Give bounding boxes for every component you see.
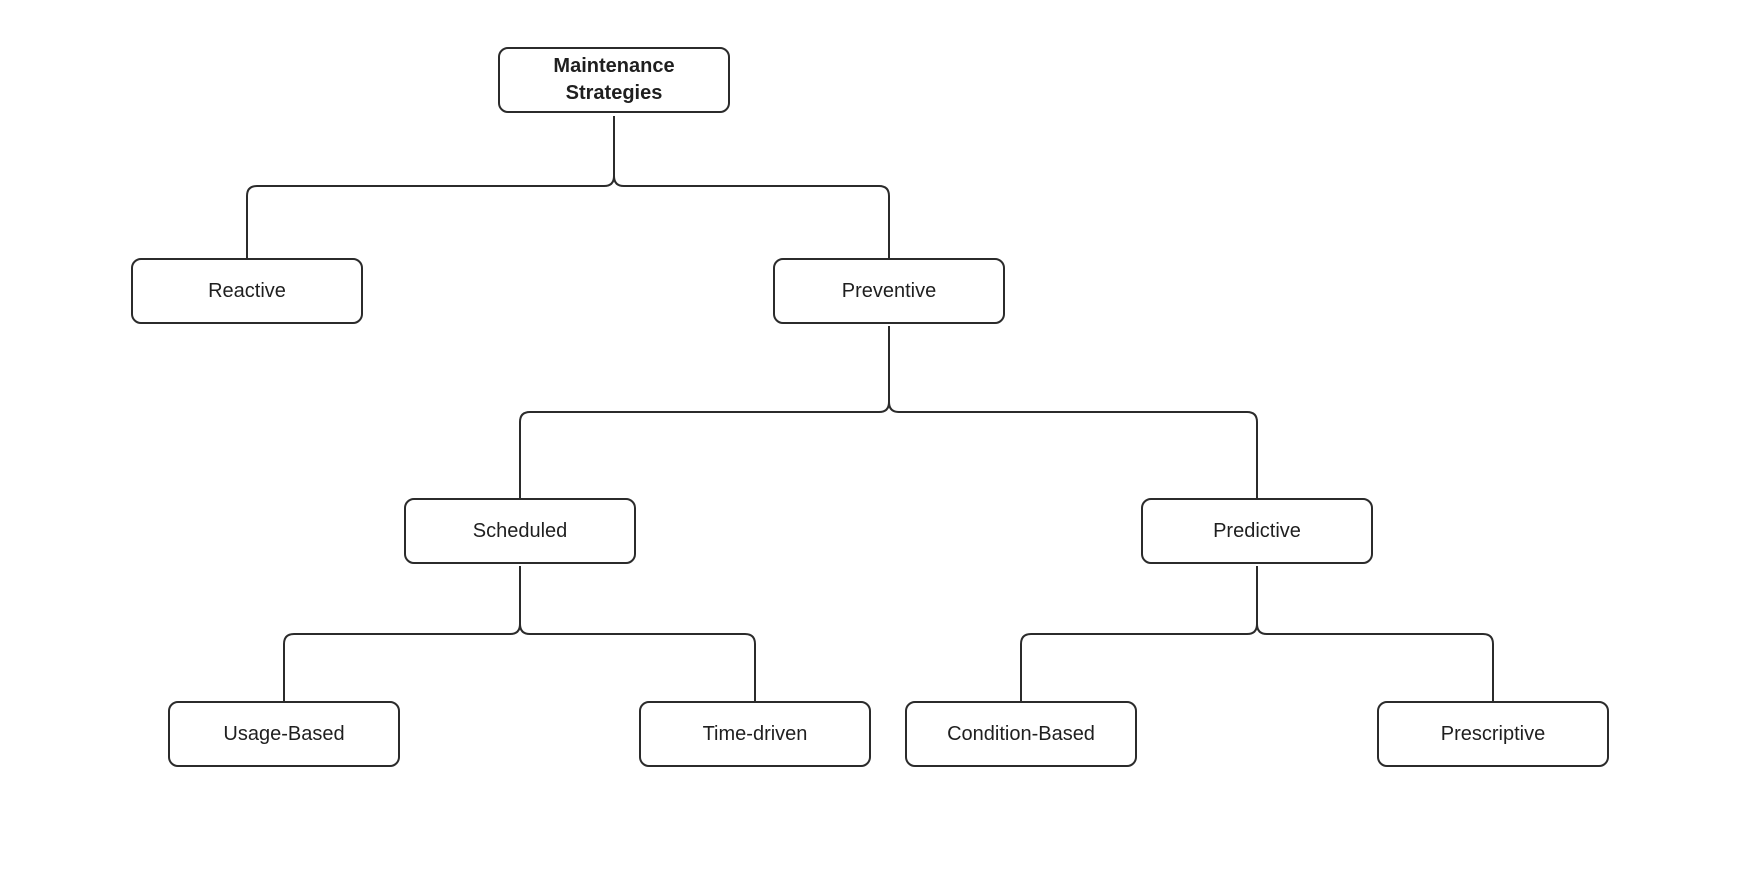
node-preventive: Preventive <box>773 258 1005 324</box>
node-prescriptive: Prescriptive <box>1377 701 1609 767</box>
node-label: Reactive <box>208 279 286 302</box>
connector-preventive-scheduled <box>519 326 890 498</box>
connector-predictive-condition-based <box>1020 566 1258 701</box>
connector-root-preventive <box>613 116 890 258</box>
connector-scheduled-time-driven <box>519 566 756 701</box>
node-reactive: Reactive <box>131 258 363 324</box>
connector-preventive-predictive <box>888 326 1258 498</box>
node-time-driven: Time-driven <box>639 701 871 767</box>
connector-predictive-prescriptive <box>1256 566 1494 701</box>
node-label: Time-driven <box>702 722 808 745</box>
node-predictive: Predictive <box>1141 498 1373 564</box>
node-label: Usage-Based <box>223 722 345 745</box>
node-label: Prescriptive <box>1440 722 1546 745</box>
node-label: Preventive <box>841 279 937 302</box>
connector-scheduled-usage-based <box>283 566 521 701</box>
node-scheduled: Scheduled <box>404 498 636 564</box>
node-maintenance-strategies: Maintenance Strategies <box>498 47 730 113</box>
node-label: Maintenance Strategies <box>553 55 675 104</box>
node-label: Scheduled <box>472 519 568 542</box>
connector-root-reactive <box>246 116 615 258</box>
node-label: Predictive <box>1213 519 1301 542</box>
node-condition-based: Condition-Based <box>905 701 1137 767</box>
node-usage-based: Usage-Based <box>168 701 400 767</box>
node-label: Condition-Based <box>947 722 1095 745</box>
